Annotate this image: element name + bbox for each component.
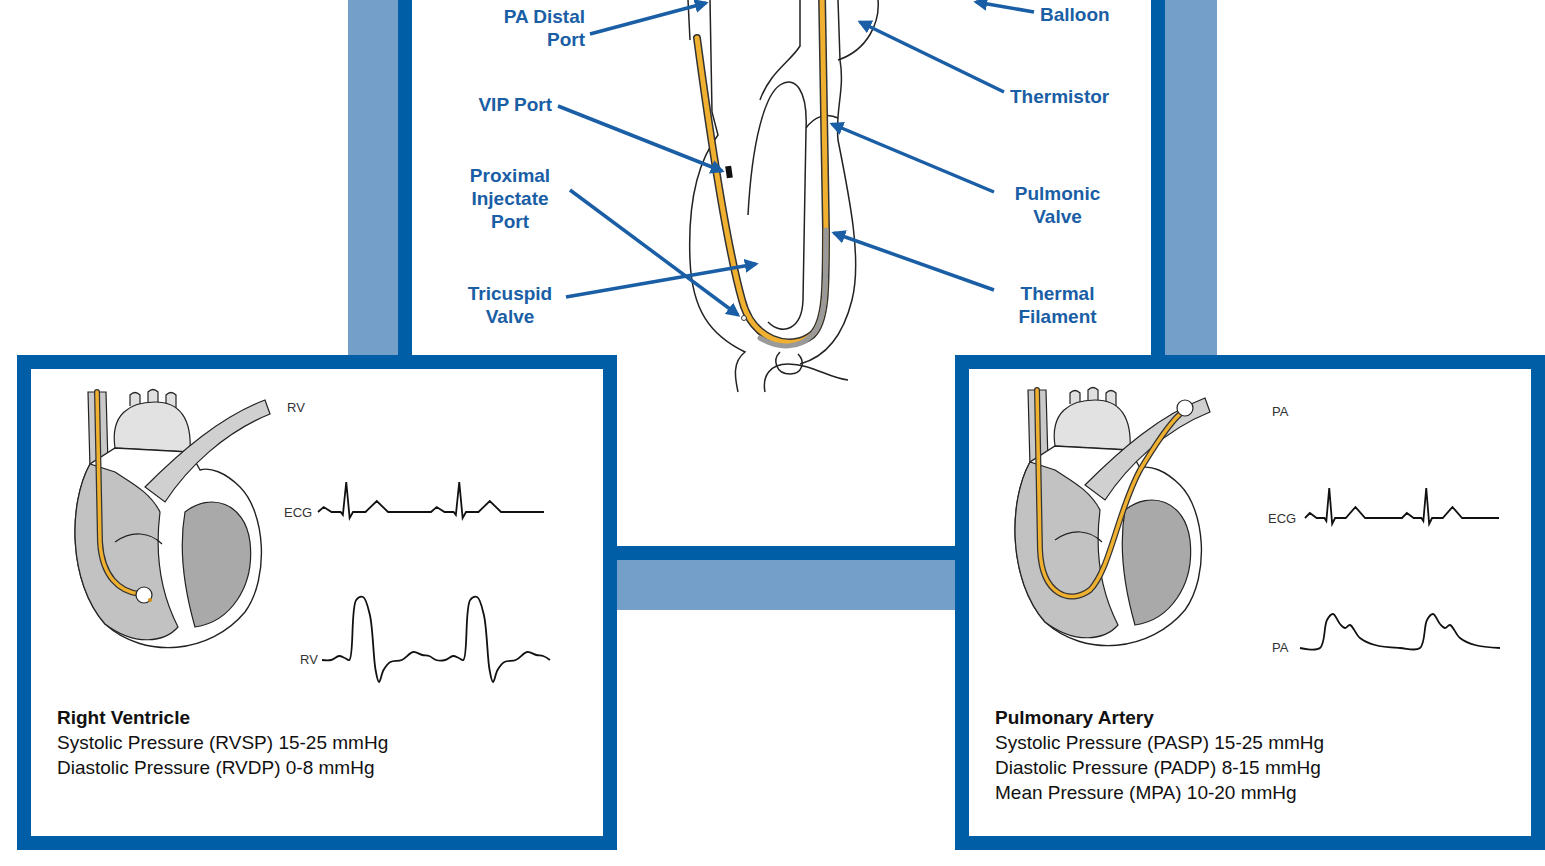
rv-pressure-trace [322,597,550,682]
part-label: Proximal Injectate Port [455,165,565,233]
leader-line [558,106,722,171]
part-label: Balloon [1040,4,1140,27]
leader-line [590,3,706,34]
leader-lines [558,2,1034,315]
trace-label: PA [1272,404,1312,420]
leader-line [834,233,994,290]
rv-panel-frame [24,362,610,843]
ecg-trace [318,482,544,518]
trace-label: ECG [1268,511,1308,527]
vip-port [725,166,733,179]
part-label: Tricuspid Valve [455,283,565,329]
pressure-range: Diastolic Pressure (PADP) 8-15 mmHg [995,755,1505,780]
leader-line [566,264,756,297]
leader-line [570,190,738,315]
pressure-range: Systolic Pressure (RVSP) 15-25 mmHg [57,730,577,755]
leader-line [832,124,994,192]
pressure-range: Mean Pressure (MPA) 10-20 mmHg [995,780,1505,805]
trace-label: RV [300,652,340,668]
rv-panel: Right VentricleSystolic Pressure (RVSP) … [17,355,617,850]
leader-line [976,2,1034,12]
part-label: Thermal Filament [1000,283,1115,329]
panel-heading: Pulmonary Artery [995,705,1505,730]
catheter [697,0,826,346]
part-label: PA Distal Port [465,6,585,52]
leader-line [860,22,1004,92]
connector-bar [617,560,955,610]
ecg-trace [1305,488,1499,524]
pa-pressure-trace [1300,614,1500,650]
pa-heart [1015,388,1210,646]
rv-heart [75,390,270,648]
trace-label: PA [1272,640,1312,656]
pa-panel: Pulmonary ArterySystolic Pressure (PASP)… [955,355,1545,850]
pa-panel-frame [962,362,1538,843]
panel-heading: Right Ventricle [57,705,577,730]
part-label: Thermistor [1010,86,1140,109]
part-label: Pulmonic Valve [1000,183,1115,229]
part-label: VIP Port [440,94,552,117]
waveforms [318,482,1500,682]
pressure-range: Diastolic Pressure (RVDP) 0-8 mmHg [57,755,577,780]
trace-label: RV [287,400,327,416]
trace-label: ECG [284,505,324,521]
proximal-port [742,316,747,321]
pressure-range: Systolic Pressure (PASP) 15-25 mmHg [995,730,1505,755]
